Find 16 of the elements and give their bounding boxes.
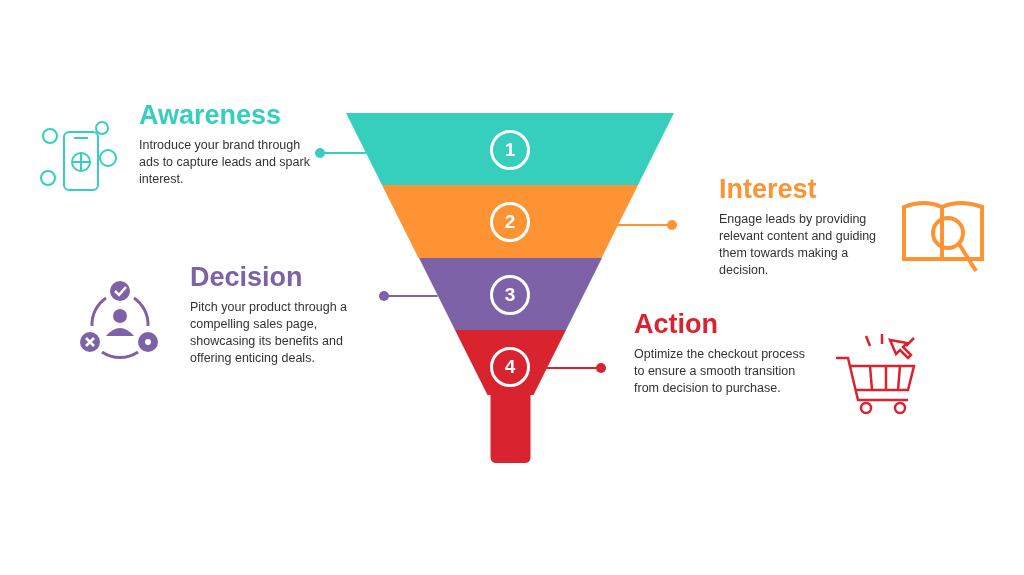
stage-heading: Awareness [139, 100, 283, 131]
stage-description: Pitch your product through a compelling sales page, showcasing its benefits and offering enticing deals. [190, 299, 349, 367]
stage-description: Optimize the checkout process to ensure a smooth transition from decision to purchase. [634, 346, 806, 397]
stage-description: Engage leads by providing relevant content and guiding them towards making a decision. [719, 211, 878, 279]
step-number: 2 [490, 202, 530, 242]
stage-heading: Action [634, 309, 719, 340]
stage-heading: Interest [719, 174, 818, 205]
leader-line [545, 363, 606, 373]
step-number: 3 [490, 275, 530, 315]
leader-line [617, 220, 677, 230]
leader-line [315, 148, 367, 158]
leader-line [379, 291, 439, 301]
step-number: 1 [490, 130, 530, 170]
step-number: 4 [490, 347, 530, 387]
stage-heading: Decision [190, 262, 304, 293]
stage-description: Introduce your brand through ads to capture leads and spark interest. [139, 137, 311, 188]
